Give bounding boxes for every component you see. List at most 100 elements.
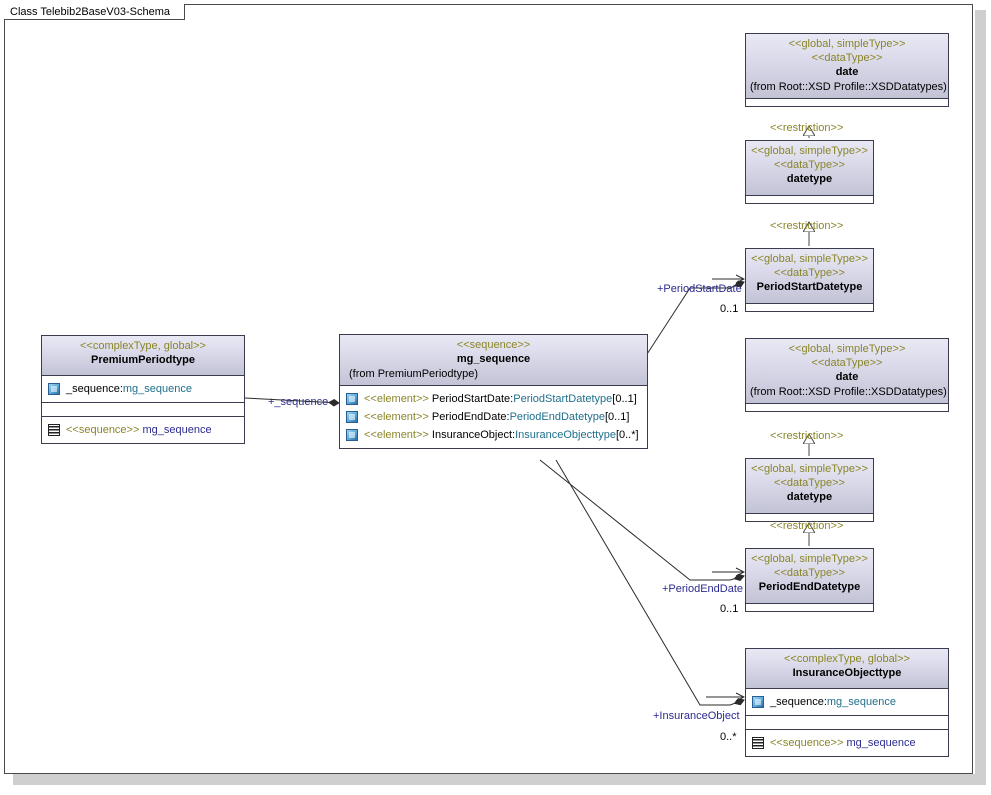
restriction-label-1: <<restriction>> [770,122,844,134]
class-from-package: (from Root::XSD Profile::XSDDatatypes) [750,81,947,93]
class-box-period-end-datetype[interactable]: <<global, simpleType>> <<dataType>> Peri… [745,548,874,612]
operation-row[interactable]: <<sequence>> mg_sequence [752,734,942,752]
element-multiplicity: [0..1] [604,411,630,423]
class-stereotype: <<global, simpleType>> [751,145,868,157]
class-stereotype: <<global, simpleType>> [751,553,868,565]
attribute-icon [752,696,764,708]
class-name: PremiumPeriodtype [91,354,195,366]
attribute-icon [346,429,358,441]
operation-stereotype: <<sequence>> [770,737,844,749]
class-stereotype: <<complexType, global>> [784,653,910,665]
period-end-multiplicity-label: 0..1 [720,603,739,615]
attribute-row[interactable]: _sequence:mg_sequence [48,380,238,398]
element-stereotype: <<element>> [364,393,429,405]
class-attributes-compartment: _sequence:mg_sequence [42,376,244,402]
class-box-insurance-objecttype[interactable]: <<complexType, global>> InsuranceObjectt… [745,648,949,757]
class-box-date-bottom[interactable]: <<global, simpleType>> <<dataType>> date… [745,338,949,412]
attribute-icon [346,411,358,423]
class-header-datetype-bottom: <<global, simpleType>> <<dataType>> date… [746,459,873,513]
class-name: PeriodStartDatetype [756,281,863,293]
class-compartment-empty [42,402,244,416]
class-box-period-start-datetype[interactable]: <<global, simpleType>> <<dataType>> Peri… [745,248,874,312]
class-stereotype-datatype: <<dataType>> [774,159,845,171]
element-type: PeriodEndDatetype [509,411,605,423]
attribute-icon [48,383,60,395]
class-stereotype: <<global, simpleType>> [751,463,868,475]
class-name: date [835,66,859,78]
window-shadow-bottom [13,774,986,785]
class-header-period-end-datetype: <<global, simpleType>> <<dataType>> Peri… [746,549,873,603]
sequence-icon [48,424,60,436]
operation-stereotype: <<sequence>> [66,424,140,436]
class-compartment-empty [746,513,873,521]
restriction-label-4: <<restriction>> [770,520,844,532]
insurance-object-multiplicity-label: 0..* [720,731,737,743]
class-header-date-top: <<global, simpleType>> <<dataType>> date… [746,34,948,98]
element-type: PeriodStartDatetype [513,393,613,405]
class-stereotype: <<global, simpleType>> [788,343,906,355]
class-stereotype: <<global, simpleType>> [751,253,868,265]
window-shadow-right [975,10,986,785]
period-end-role-label: +PeriodEndDate [662,583,744,595]
class-stereotype-datatype: <<dataType>> [811,357,883,369]
class-box-mg-sequence[interactable]: <<sequence>> mg_sequence (from PremiumPe… [339,334,648,449]
class-stereotype-datatype: <<dataType>> [774,267,845,279]
sequence-role-label: +_sequence [268,396,329,408]
element-row[interactable]: <<element>> InsuranceObject:InsuranceObj… [346,426,641,444]
class-box-date-top[interactable]: <<global, simpleType>> <<dataType>> date… [745,33,949,107]
attribute-name: _sequence: [66,383,123,395]
attribute-type: mg_sequence [826,696,896,708]
attribute-name: _sequence: [770,696,827,708]
class-name: datetype [786,173,833,185]
attribute-icon [346,393,358,405]
element-multiplicity: [0..*] [615,429,639,441]
element-type: InsuranceObjecttype [515,429,616,441]
class-stereotype-datatype: <<dataType>> [774,477,845,489]
element-stereotype: <<element>> [364,429,429,441]
element-row[interactable]: <<element>> PeriodStartDate:PeriodStartD… [346,390,641,408]
class-stereotype: <<complexType, global>> [80,340,206,352]
element-stereotype: <<element>> [364,411,429,423]
class-name: datetype [786,491,833,503]
element-multiplicity: [0..1] [612,393,637,405]
period-start-role-label: +PeriodStartDate [657,283,742,295]
class-name: InsuranceObjecttype [792,667,902,679]
class-elements-compartment: <<element>> PeriodStartDate:PeriodStartD… [340,386,647,448]
class-compartment-empty [746,403,948,411]
class-compartment-empty [746,195,873,203]
element-name: PeriodStartDate: [431,393,514,405]
element-row[interactable]: <<element>> PeriodEndDate:PeriodEndDatet… [346,408,641,426]
class-box-datetype-bottom[interactable]: <<global, simpleType>> <<dataType>> date… [745,458,874,522]
attribute-type: mg_sequence [122,383,192,395]
class-name: mg_sequence [456,353,531,365]
class-stereotype: <<global, simpleType>> [788,38,906,50]
operation-row[interactable]: <<sequence>> mg_sequence [48,421,238,439]
class-compartment-empty [746,303,873,311]
class-header-premium-periodtype: <<complexType, global>> PremiumPeriodtyp… [42,336,244,376]
class-stereotype-datatype: <<dataType>> [774,567,845,579]
class-box-datetype-top[interactable]: <<global, simpleType>> <<dataType>> date… [745,140,874,204]
class-operations-compartment: <<sequence>> mg_sequence [42,416,244,443]
element-name: InsuranceObject: [431,429,516,441]
class-stereotype-datatype: <<dataType>> [811,52,883,64]
period-start-multiplicity-label: 0..1 [720,303,739,315]
restriction-label-2: <<restriction>> [770,220,844,232]
class-from-package: (from Root::XSD Profile::XSDDatatypes) [750,386,947,398]
class-header-mg-sequence: <<sequence>> mg_sequence (from PremiumPe… [340,335,647,386]
class-stereotype: <<sequence>> [456,339,531,351]
class-compartment-empty [746,603,873,611]
diagram-title-tab: Class Telebib2BaseV03-Schema [4,4,185,20]
class-box-premium-periodtype[interactable]: <<complexType, global>> PremiumPeriodtyp… [41,335,245,444]
class-compartment-empty [746,715,948,729]
sequence-icon [752,737,764,749]
class-header-period-start-datetype: <<global, simpleType>> <<dataType>> Peri… [746,249,873,303]
element-name: PeriodEndDate: [431,411,510,423]
restriction-label-3: <<restriction>> [770,430,844,442]
insurance-object-role-label: +InsuranceObject [653,710,740,722]
class-name: PeriodEndDatetype [758,581,861,593]
class-header-insurance-objecttype: <<complexType, global>> InsuranceObjectt… [746,649,948,689]
attribute-row[interactable]: _sequence:mg_sequence [752,693,942,711]
operation-name: mg_sequence [846,737,916,749]
class-name: date [835,371,859,383]
class-attributes-compartment: _sequence:mg_sequence [746,689,948,715]
